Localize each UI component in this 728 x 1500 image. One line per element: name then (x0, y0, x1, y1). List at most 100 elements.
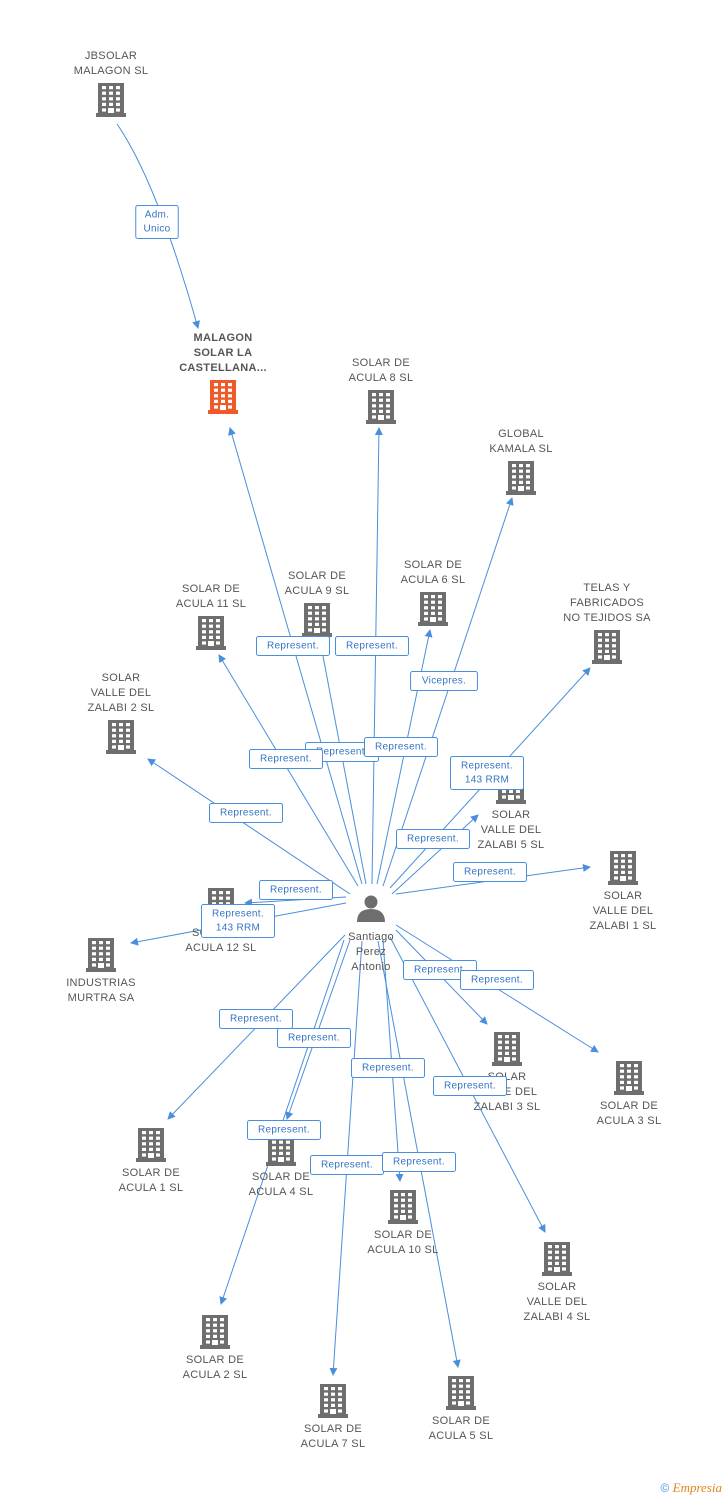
node-acula7[interactable]: SOLAR DE ACULA 7 SL (301, 1384, 366, 1450)
node-label: SOLAR DE (186, 1354, 244, 1366)
company-icon[interactable] (86, 938, 116, 972)
edge-label[interactable]: Represent. (247, 1120, 321, 1140)
node-label: ACULA 7 SL (301, 1438, 366, 1450)
edge-label-text: Vicepres. (422, 676, 466, 687)
company-icon[interactable] (96, 83, 126, 117)
company-icon[interactable] (614, 1061, 644, 1095)
node-label: SOLAR DE (304, 1423, 362, 1435)
company-icon[interactable] (542, 1242, 572, 1276)
edge-label[interactable]: Represent. (460, 970, 534, 990)
node-label: SOLAR DE (122, 1167, 180, 1179)
edge-label[interactable]: Represent. (209, 803, 283, 823)
node-label: GLOBAL (498, 428, 544, 440)
edge-label[interactable]: Represent. (277, 1028, 351, 1048)
node-label: ZALABI 2 SL (88, 702, 155, 714)
company-icon[interactable] (492, 1032, 522, 1066)
company-icon[interactable] (608, 851, 638, 885)
company-icon[interactable] (196, 616, 226, 650)
edge-label[interactable]: Represent. (351, 1058, 425, 1078)
edge-label-text: Represent. (212, 909, 264, 920)
node-label: CASTELLANA... (179, 362, 267, 374)
company-icon[interactable] (106, 720, 136, 754)
edge-label[interactable]: Represent. (403, 960, 477, 980)
edge-label-text: Represent. (270, 885, 322, 896)
edge-label[interactable]: Represent. (249, 749, 323, 769)
node-label: ACULA 11 SL (176, 598, 246, 610)
edge-line (391, 814, 479, 895)
brand-logo[interactable]: Empresia (672, 1480, 722, 1495)
edge-label-text: Represent. (321, 1160, 373, 1171)
edge-label[interactable]: Represent.143 RRM (201, 904, 275, 938)
edge-label-text: Represent. (407, 834, 459, 845)
node-label: ACULA 6 SL (401, 574, 466, 586)
edge-label-text: Represent. (464, 867, 516, 878)
company-icon[interactable] (506, 461, 536, 495)
node-label: MURTRA SA (68, 992, 135, 1004)
edge-label[interactable]: Represent. (364, 737, 438, 757)
node-acula5[interactable]: SOLAR DE ACULA 5 SL (429, 1376, 494, 1442)
company-icon[interactable] (200, 1315, 230, 1349)
edge-label-text: Represent. (375, 742, 427, 753)
node-label: FABRICADOS (570, 597, 644, 609)
edge-label-text: 143 RRM (465, 775, 509, 786)
person-icon[interactable] (357, 895, 385, 923)
node-label: SOLAR DE (432, 1415, 490, 1427)
company-icon[interactable] (592, 630, 622, 664)
node-label: ZALABI 1 SL (590, 920, 657, 932)
edge-label[interactable]: Vicepres. (410, 671, 478, 691)
node-acula2[interactable]: SOLAR DE ACULA 2 SL (183, 1315, 248, 1381)
edge-label[interactable]: Adm.Unico (135, 205, 179, 239)
edge-label[interactable]: Represent.143 RRM (450, 756, 524, 790)
edge-label[interactable]: Represent. (335, 636, 409, 656)
node-acula1[interactable]: SOLAR DE ACULA 1 SL (119, 1128, 184, 1194)
company-icon[interactable] (366, 390, 396, 424)
highlighted-company-icon[interactable] (208, 380, 238, 414)
node-label: Santiago (348, 931, 394, 943)
node-label: ACULA 1 SL (119, 1182, 184, 1194)
node-label: ACULA 5 SL (429, 1430, 494, 1442)
edge-label[interactable]: Represent. (310, 1155, 384, 1175)
edge-label[interactable]: Represent. (219, 1009, 293, 1029)
edge-label[interactable]: Represent. (433, 1076, 507, 1096)
edge-label-text: Represent. (362, 1063, 414, 1074)
node-label: SOLAR (492, 809, 531, 821)
company-icon[interactable] (388, 1190, 418, 1224)
node-label: INDUSTRIAS (66, 977, 136, 989)
company-icon[interactable] (446, 1376, 476, 1410)
node-label: SOLAR DE (374, 1229, 432, 1241)
edge-label[interactable]: Represent. (453, 862, 527, 882)
edge-label[interactable]: Represent. (259, 880, 333, 900)
edge-label[interactable]: Represent. (396, 829, 470, 849)
edge-label[interactable]: Represent. (382, 1152, 456, 1172)
edge-person-to-zalabi5 (391, 814, 479, 895)
node-label: VALLE DEL (481, 824, 542, 836)
node-label: ACULA 2 SL (183, 1369, 248, 1381)
node-label: SOLAR DE (600, 1100, 658, 1112)
edge-label[interactable]: Represent. (256, 636, 330, 656)
edge-label-text: Represent. (288, 1033, 340, 1044)
company-icon[interactable] (136, 1128, 166, 1162)
company-icon[interactable] (418, 592, 448, 626)
company-icon[interactable] (318, 1384, 348, 1418)
footer-credit: © Empresia (660, 1480, 722, 1496)
node-murtra[interactable]: INDUSTRIAS MURTRA SA (66, 938, 136, 1004)
company-icon[interactable] (302, 603, 332, 637)
